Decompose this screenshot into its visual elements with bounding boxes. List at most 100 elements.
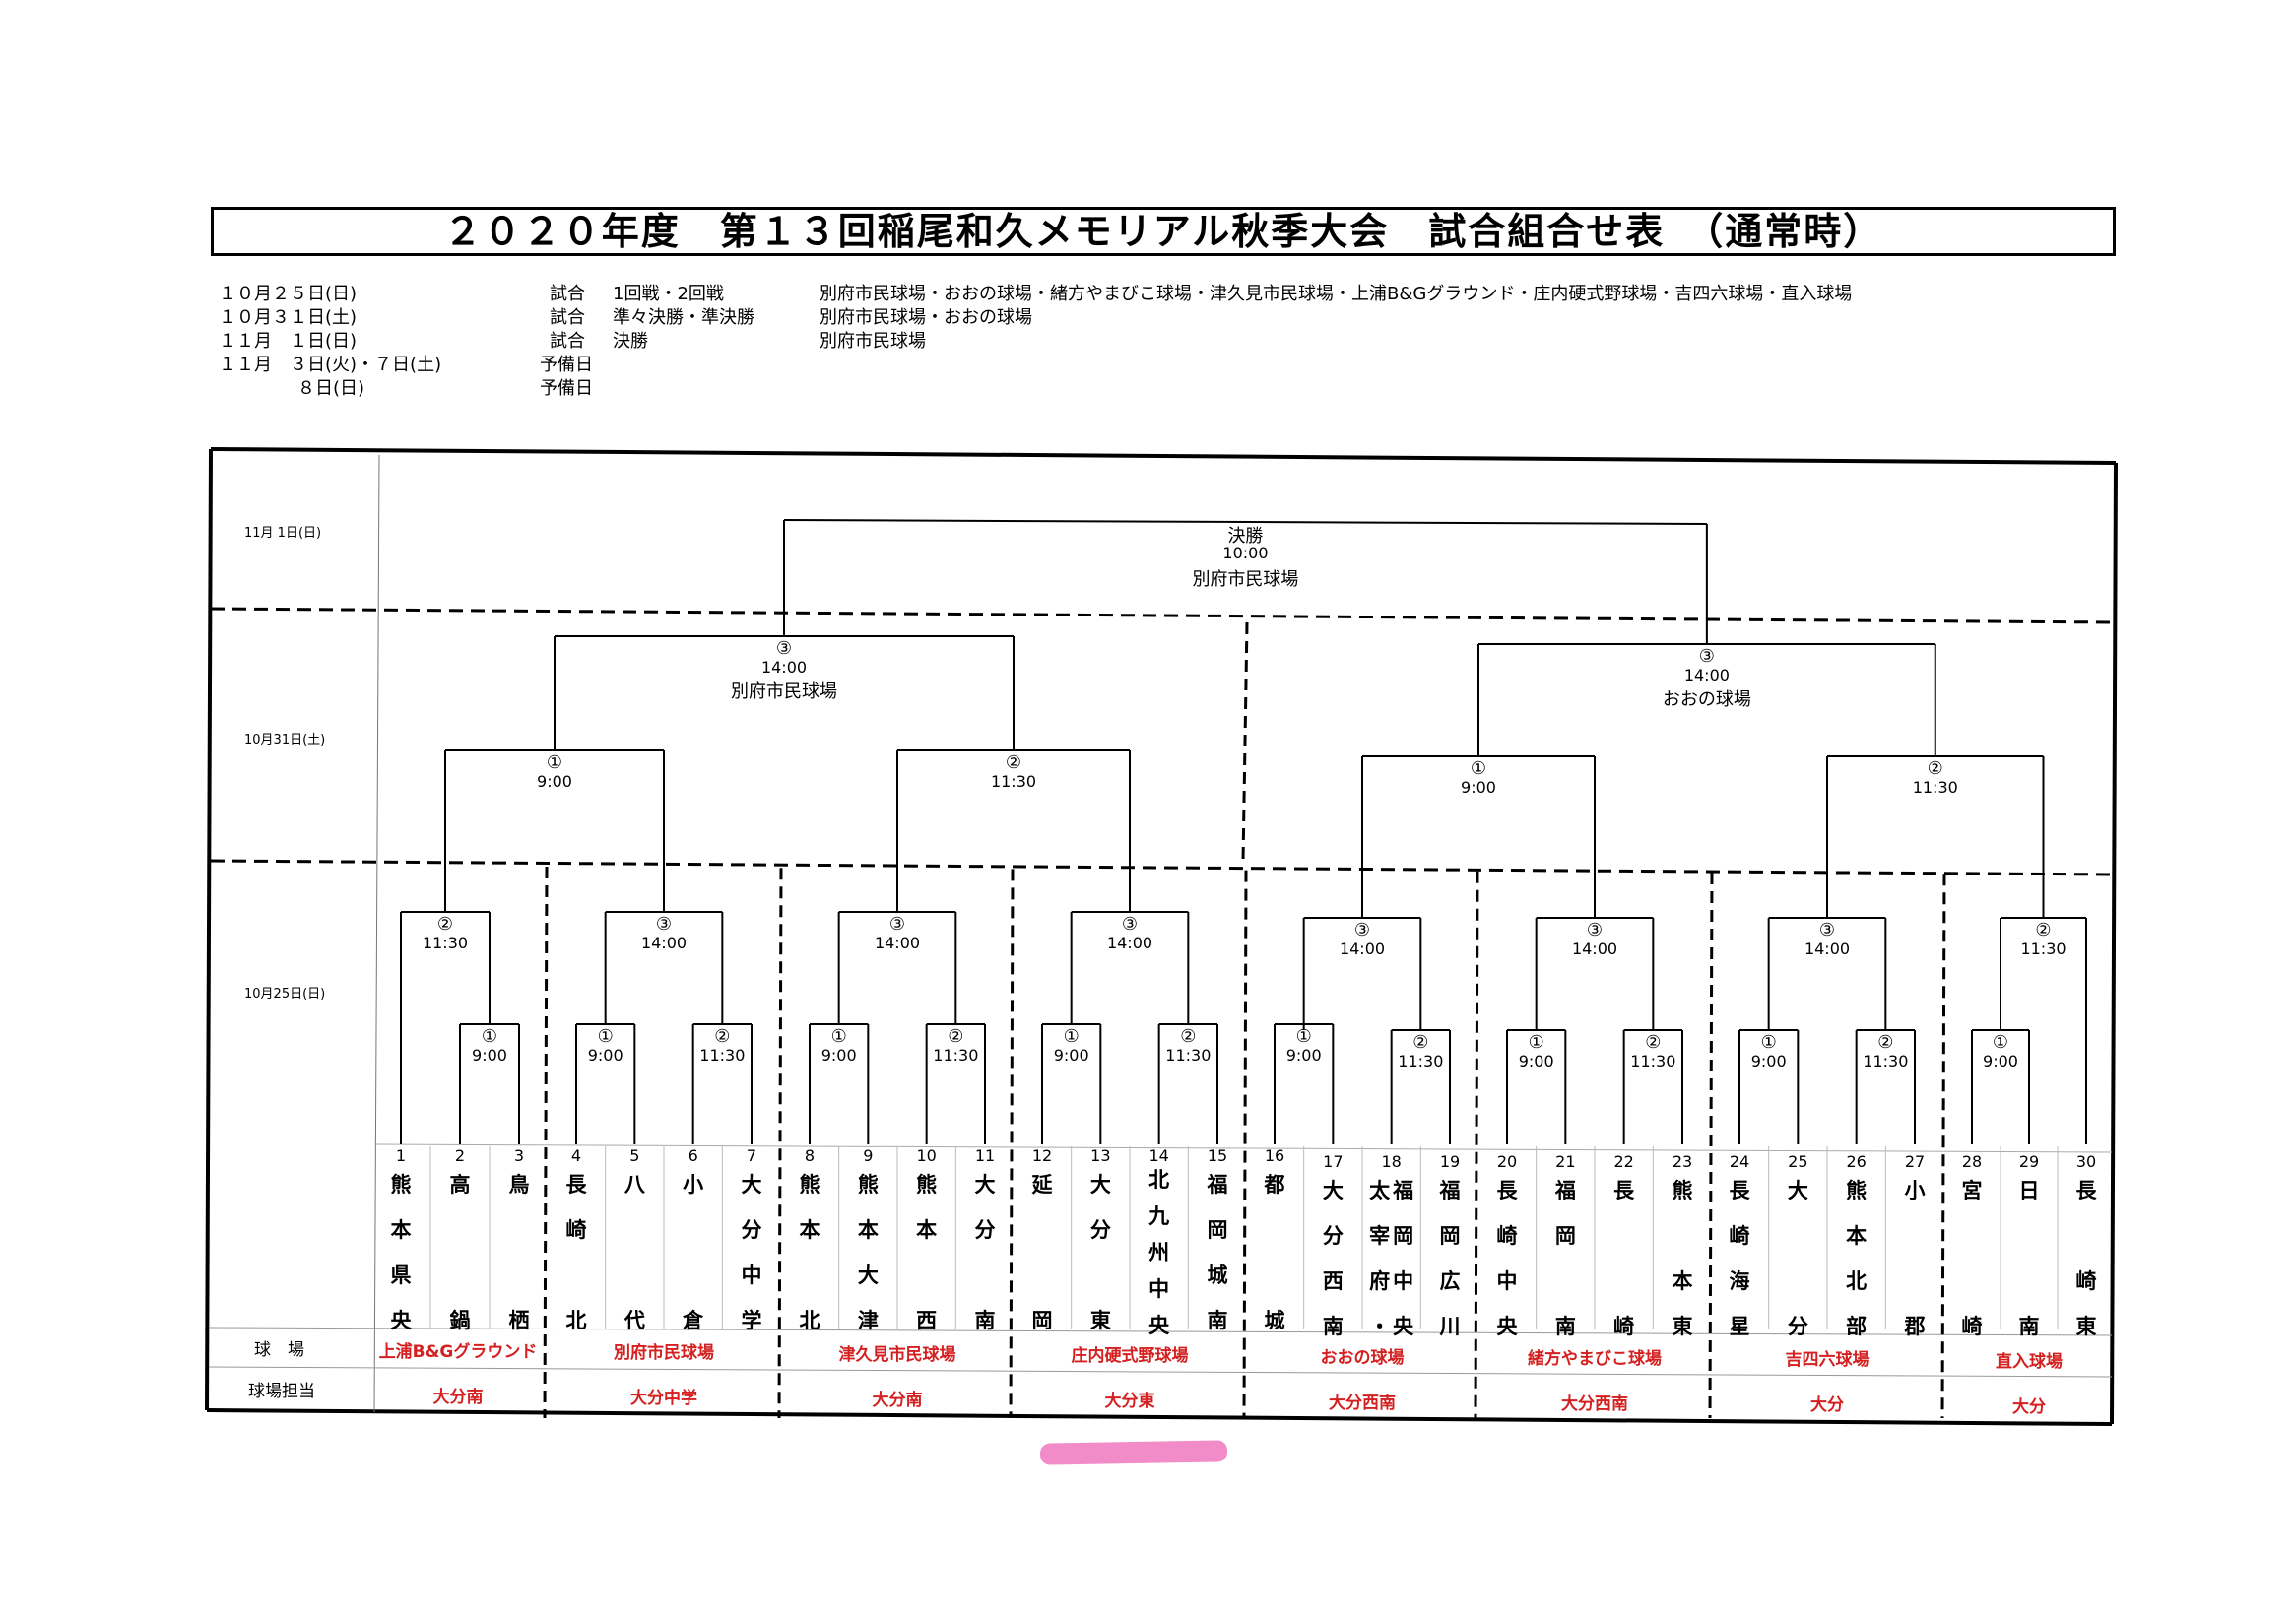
team-char: 大: [1322, 1179, 1344, 1202]
manager-row-top: [208, 1366, 2113, 1378]
team-char: 央: [1148, 1314, 1170, 1337]
match-number: ②: [1877, 1032, 1894, 1053]
match-time: 14:00: [640, 934, 688, 952]
final-label: 決勝: [1227, 526, 1264, 547]
team-char: 延: [1031, 1173, 1053, 1197]
team-char: 南: [1207, 1309, 1228, 1332]
team-number: 25: [1788, 1152, 1808, 1171]
team-name: 都城: [1250, 1162, 1299, 1343]
schedule-round: 決勝: [613, 331, 648, 352]
venue-manager: 大分: [2012, 1396, 2046, 1417]
team-number: 23: [1672, 1152, 1693, 1171]
page-title: ２０２０年度 第１３回稲尾和久メモリアル秋季大会 試合組合せ表 （通常時）: [211, 207, 2116, 256]
schedule-venues: 別府市民球場・おおの球場: [820, 307, 1032, 328]
team-number: 7: [746, 1146, 757, 1165]
day-separator: [210, 859, 2117, 876]
team-char: 中: [741, 1264, 762, 1287]
team-char: 分: [1322, 1224, 1344, 1248]
team-row-top: [373, 1143, 2113, 1153]
venue-name: 直入球場: [1996, 1351, 2063, 1372]
half-divider: [1241, 621, 1249, 862]
team-char: 分: [974, 1218, 996, 1242]
match-time: 9:00: [1461, 778, 1496, 797]
frame-bottom: [206, 1408, 2113, 1426]
team-char: 熊: [390, 1173, 412, 1197]
match-number: ①: [830, 1026, 847, 1047]
schedule-date: １１月 １日(日): [219, 331, 358, 352]
team-name: 大分中学: [727, 1162, 776, 1343]
day-label: 10月25日(日): [244, 987, 326, 1002]
team-char: 東: [1089, 1309, 1111, 1332]
team-char: 熊: [1672, 1179, 1693, 1202]
team-number: 29: [2018, 1152, 2040, 1171]
team-char: 岡: [1207, 1218, 1228, 1242]
team-char: 津: [857, 1309, 879, 1332]
team-char: 北: [565, 1309, 587, 1332]
team-char: 大: [1787, 1179, 1808, 1202]
row-label: 球 場: [254, 1340, 304, 1360]
team-char: 央: [1393, 1315, 1414, 1338]
schedule-date: ８日(日): [297, 378, 365, 399]
match-number: ①: [481, 1026, 498, 1047]
team-char: 日: [2018, 1179, 2040, 1202]
team-char: 崎: [2075, 1269, 2097, 1293]
match-number: ②: [2035, 920, 2052, 940]
team-number: 17: [1323, 1152, 1344, 1171]
team-number: 5: [629, 1146, 640, 1165]
team-name-extra: 福岡中央: [1389, 1168, 1418, 1349]
match-time: 9:00: [537, 772, 572, 791]
team-number: 1: [395, 1146, 407, 1165]
match-time: 11:30: [1398, 1052, 1444, 1070]
schedule-round: 準々決勝・準決勝: [613, 307, 754, 328]
day-separator: [210, 607, 2117, 624]
team-number: 30: [2075, 1152, 2097, 1171]
venue-row-top: [208, 1327, 2113, 1336]
match-number: ①: [1063, 1026, 1080, 1047]
match-number: ②: [948, 1026, 964, 1047]
team-char: 崎: [1729, 1224, 1750, 1248]
team-char: [1947, 1259, 1997, 1304]
day-label: 10月31日(土): [244, 733, 326, 747]
venue-manager: 大分中学: [630, 1389, 697, 1409]
schedule-date: １１月 ３日(火)・７日(土): [219, 355, 442, 375]
match-time: 11:30: [2020, 940, 2066, 958]
team-name: 長崎東: [2062, 1168, 2111, 1349]
match-venue: おおの球場: [1662, 689, 1751, 710]
team-name: 熊本北: [785, 1162, 834, 1343]
match-time: 14:00: [1683, 666, 1730, 684]
team-name: 福岡広川: [1425, 1168, 1475, 1349]
team-char: 南: [2018, 1315, 2040, 1338]
match-time: 9:00: [472, 1046, 507, 1065]
team-name: 長崎: [1600, 1168, 1649, 1349]
team-char: 栖: [508, 1309, 530, 1332]
team-char: 央: [390, 1309, 412, 1332]
team-number: 27: [1904, 1152, 1926, 1171]
final-bar: [783, 519, 1707, 525]
venue-name: 吉四六球場: [1785, 1350, 1870, 1371]
team-number: 10: [916, 1146, 937, 1165]
match-number: ②: [1180, 1026, 1197, 1047]
team-char: [1600, 1213, 1649, 1259]
match-time: 11:30: [1863, 1052, 1909, 1070]
team-char: [1250, 1207, 1299, 1253]
group-divider: [1009, 869, 1015, 1419]
match-number: ①: [1760, 1032, 1777, 1053]
team-char: 岡: [1439, 1224, 1461, 1248]
team-char: 本: [1846, 1224, 1868, 1248]
team-char: 大: [741, 1173, 762, 1197]
team-char: [2004, 1213, 2054, 1259]
team-name: 大分南: [960, 1162, 1010, 1343]
group-divider: [1474, 871, 1479, 1419]
venue-name: 緒方やまびこ球場: [1528, 1349, 1662, 1369]
match-number: ③: [1818, 920, 1836, 940]
team-number: 9: [863, 1146, 874, 1165]
match-number: ②: [1645, 1032, 1662, 1053]
team-char: 学: [741, 1309, 762, 1332]
row-label: 球場担当: [248, 1382, 315, 1401]
match-number: ③: [775, 638, 793, 659]
schedule-kind: 試合: [550, 284, 585, 304]
match-number: ③: [1698, 646, 1715, 667]
team-char: 城: [1207, 1264, 1228, 1287]
team-char: 西: [916, 1309, 938, 1332]
